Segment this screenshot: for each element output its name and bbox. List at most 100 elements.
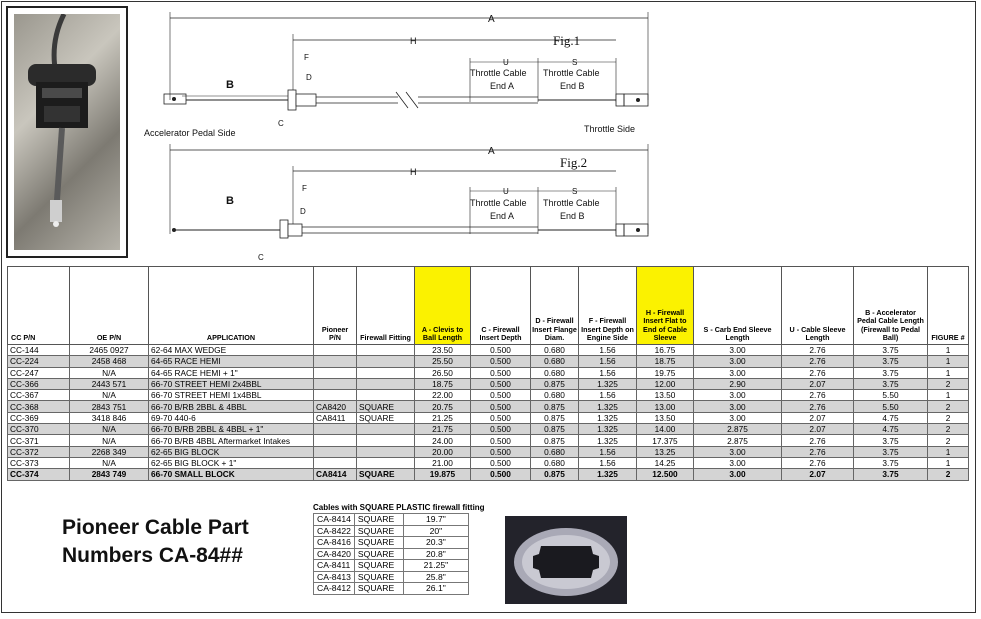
table-cell: 13.50 (636, 389, 694, 402)
table-cell: 0.500 (470, 456, 531, 470)
table-cell: 3.75 (853, 355, 928, 368)
table-cell: 0.875 (530, 468, 579, 481)
table-cell: 2.90 (693, 377, 782, 391)
table-cell: 3.75 (853, 468, 928, 481)
table-cell: 3.00 (693, 343, 782, 357)
table-cell: 1.56 (578, 456, 637, 470)
fig2-dim-u-label: U (503, 187, 509, 196)
square-table-cell: CA-8422 (313, 524, 355, 537)
column-header: C - Firewall Insert Depth (470, 266, 531, 345)
table-cell: 26.50 (414, 366, 471, 379)
square-table-cell: SQUARE (353, 547, 404, 560)
fig2-dim-a-label: A (488, 146, 495, 157)
table-cell: 21.25 (414, 411, 471, 425)
table-cell: 2.76 (781, 445, 854, 458)
table-cell: 0.500 (470, 400, 531, 413)
table-cell: CA8411 (313, 411, 357, 425)
table-cell (356, 343, 415, 357)
square-table-cell: CA-8414 (313, 513, 355, 526)
table-cell: 22.00 (414, 389, 471, 402)
fig2: A Fig.2 H U S Throttle Cable End A Throt… (169, 144, 649, 260)
table-cell: 0.500 (470, 389, 531, 402)
table-cell: 20.75 (414, 400, 471, 413)
column-header: APPLICATION (148, 266, 314, 345)
table-cell: N/A (69, 366, 149, 379)
table-cell: N/A (69, 456, 149, 470)
table-cell: 1.325 (578, 377, 637, 391)
fig1-label: Fig.1 (553, 33, 580, 48)
table-cell: 0.875 (530, 423, 579, 436)
table-cell: CA8414 (313, 468, 357, 481)
table-cell (356, 445, 415, 458)
table-cell: 1.325 (578, 423, 637, 436)
table-cell: 2.875 (693, 423, 782, 436)
column-header: CC P/N (7, 266, 70, 345)
table-cell: 1.325 (578, 468, 637, 481)
table-cell: CC-247 (7, 366, 70, 379)
column-header: B - Accelerator Pedal Cable Length (Fire… (853, 266, 928, 345)
table-cell: CC-367 (7, 389, 70, 402)
pioneer-title: Pioneer Cable Part Numbers CA-84## (62, 514, 302, 570)
table-cell: 3.00 (693, 411, 782, 425)
table-cell: 14.25 (636, 456, 694, 470)
table-cell: 2.875 (693, 434, 782, 447)
table-cell: 2465 0927 (69, 343, 149, 357)
table-cell: 3.00 (693, 400, 782, 413)
square-table-cell: SQUARE (353, 582, 404, 595)
fig1-end-a: End A (490, 81, 514, 91)
dim-f-label: F (304, 53, 309, 62)
table-cell: 0.680 (530, 355, 579, 368)
square-table-cell: SQUARE (353, 524, 404, 537)
square-table-cell: 19.7" (402, 513, 469, 526)
fig2-dim-d-label: D (300, 207, 306, 216)
throttle-side-label: Throttle Side (584, 124, 635, 134)
table-cell: 3.00 (693, 468, 782, 481)
table-cell: CC-368 (7, 400, 70, 413)
table-cell: 16.75 (636, 343, 694, 357)
table-cell: 2.07 (781, 377, 854, 391)
accelerator-side-label: Accelerator Pedal Side (144, 128, 236, 138)
table-cell: 1.325 (578, 411, 637, 425)
table-cell: 18.75 (636, 355, 694, 368)
table-cell (356, 389, 415, 402)
dim-b-label: B (226, 79, 234, 91)
table-cell: N/A (69, 389, 149, 402)
table-cell: 0.680 (530, 445, 579, 458)
square-fitting-block: Cables with SQUARE PLASTIC firewall fitt… (313, 503, 485, 595)
table-cell: CC-372 (7, 445, 70, 458)
table-cell: 14.00 (636, 423, 694, 436)
table-cell: 0.500 (470, 377, 531, 391)
table-cell: CC-144 (7, 343, 70, 357)
table-cell: CC-373 (7, 456, 70, 470)
table-cell: 2.76 (781, 389, 854, 402)
table-cell: 1 (927, 366, 969, 379)
square-fitting-photo (505, 516, 627, 604)
table-cell: 69-70 440-6 (148, 411, 314, 425)
table-cell (356, 456, 415, 470)
table-cell: N/A (69, 423, 149, 436)
table-cell: 0.680 (530, 389, 579, 402)
table-cell: 2.07 (781, 423, 854, 436)
fig1-end-b: End B (560, 81, 585, 91)
table-cell (356, 355, 415, 368)
column-header: S - Carb End Sleeve Length (693, 266, 782, 345)
fig2-dim-f-label: F (302, 184, 307, 193)
table-cell: 2268 349 (69, 445, 149, 458)
square-table-cell: CA-8413 (313, 570, 355, 583)
table-cell: 2843 749 (69, 468, 149, 481)
square-table-cell: 21.25" (402, 559, 469, 572)
table-cell: 1.56 (578, 343, 637, 357)
table-cell: 19.875 (414, 468, 471, 481)
column-header: U - Cable Sleeve Length (781, 266, 854, 345)
table-cell: 1.325 (578, 434, 637, 447)
table-cell: 0.500 (470, 468, 531, 481)
fig1: A H Fig.1 U S Throttle Cable End A Throt… (144, 12, 649, 138)
table-cell: 66-70 B/RB 4BBL Aftermarket Intakes (148, 434, 314, 447)
